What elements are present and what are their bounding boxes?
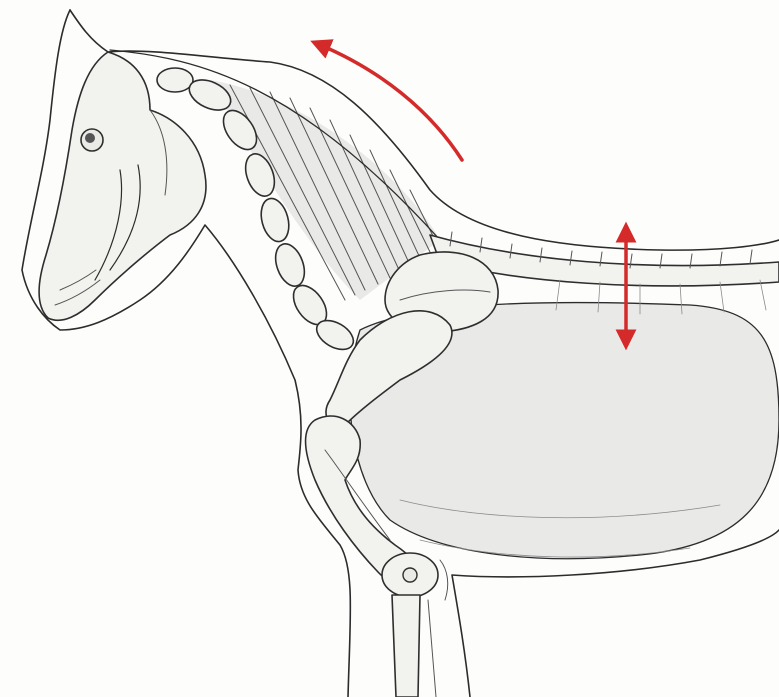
carpus — [382, 553, 448, 600]
cannon-bone — [392, 595, 436, 697]
skull — [39, 52, 206, 320]
